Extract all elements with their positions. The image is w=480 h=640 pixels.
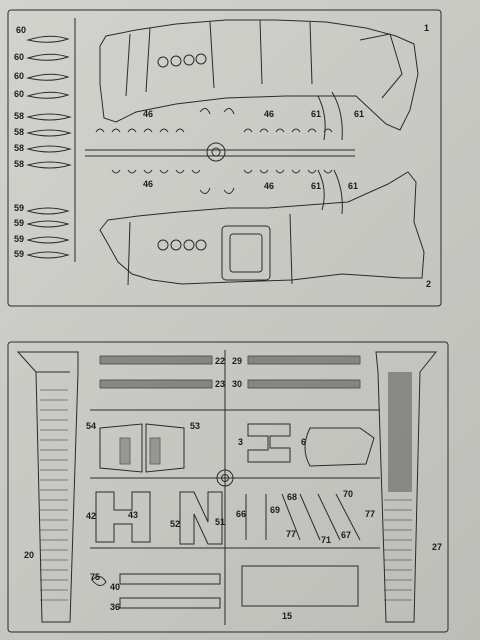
label-60-d: 60 — [14, 89, 25, 99]
label-43: 43 — [128, 510, 139, 520]
label-59-b: 59 — [14, 218, 25, 228]
label-42: 42 — [86, 511, 97, 521]
parts-46 — [95, 108, 333, 194]
label-77-b: 77 — [286, 529, 297, 539]
parts-66-69-68-70 — [245, 493, 361, 541]
label-46-b: 46 — [264, 109, 275, 119]
label-69: 69 — [270, 505, 281, 515]
label-6: 6 — [301, 437, 307, 447]
label-58-c: 58 — [14, 143, 25, 153]
label-61-d: 61 — [348, 181, 359, 191]
label-71: 71 — [321, 535, 332, 545]
label-61-c: 61 — [311, 181, 322, 191]
label-1: 1 — [424, 23, 430, 33]
parts-42-43-51-52 — [95, 491, 223, 545]
part-27 — [375, 351, 438, 623]
parts-60 — [26, 35, 70, 99]
label-2: 2 — [426, 279, 432, 289]
label-70: 70 — [343, 489, 354, 499]
label-54: 54 — [86, 421, 97, 431]
label-61-a: 61 — [311, 109, 322, 119]
label-36: 36 — [110, 602, 121, 612]
label-60-a: 60 — [16, 25, 27, 35]
label-61-b: 61 — [354, 109, 365, 119]
label-46-c: 46 — [143, 179, 154, 189]
label-59-a: 59 — [14, 203, 25, 213]
label-75: 75 — [90, 572, 101, 582]
label-27: 27 — [432, 542, 443, 552]
top-sprue-hub — [206, 142, 226, 162]
label-67: 67 — [341, 530, 352, 540]
label-22: 22 — [215, 356, 226, 366]
parts-3-6 — [247, 423, 375, 467]
bottom-sprue-frame — [7, 341, 449, 633]
label-59-c: 59 — [14, 234, 25, 244]
label-58-d: 58 — [14, 159, 25, 169]
label-29: 29 — [232, 356, 243, 366]
bottom-sprue-hub — [216, 469, 234, 487]
label-40: 40 — [110, 582, 121, 592]
fuselage-half-1 — [99, 19, 419, 131]
parts-61 — [317, 91, 343, 215]
label-59-d: 59 — [14, 249, 25, 259]
label-60-c: 60 — [14, 71, 25, 81]
label-52: 52 — [170, 519, 181, 529]
label-46-a: 46 — [143, 109, 154, 119]
label-60-b: 60 — [14, 52, 25, 62]
label-66: 66 — [236, 509, 247, 519]
label-46-d: 46 — [264, 181, 275, 191]
label-68: 68 — [287, 492, 298, 502]
label-30: 30 — [232, 379, 243, 389]
label-3: 3 — [238, 437, 244, 447]
top-sprue-frame — [7, 9, 442, 307]
label-53: 53 — [190, 421, 201, 431]
label-77-a: 77 — [365, 509, 376, 519]
label-20: 20 — [24, 550, 35, 560]
parts-53-54 — [99, 423, 185, 473]
parts-59 — [26, 207, 70, 259]
parts-58 — [26, 113, 72, 169]
label-58-a: 58 — [14, 111, 25, 121]
part-15 — [241, 565, 359, 607]
parts-40-36 — [91, 573, 221, 609]
label-15: 15 — [282, 611, 293, 621]
label-23: 23 — [215, 379, 226, 389]
strips-22-23-29-30 — [99, 355, 361, 389]
fuselage-half-2 — [99, 171, 425, 286]
label-51: 51 — [215, 517, 226, 527]
label-58-b: 58 — [14, 127, 25, 137]
part-20 — [16, 351, 79, 623]
